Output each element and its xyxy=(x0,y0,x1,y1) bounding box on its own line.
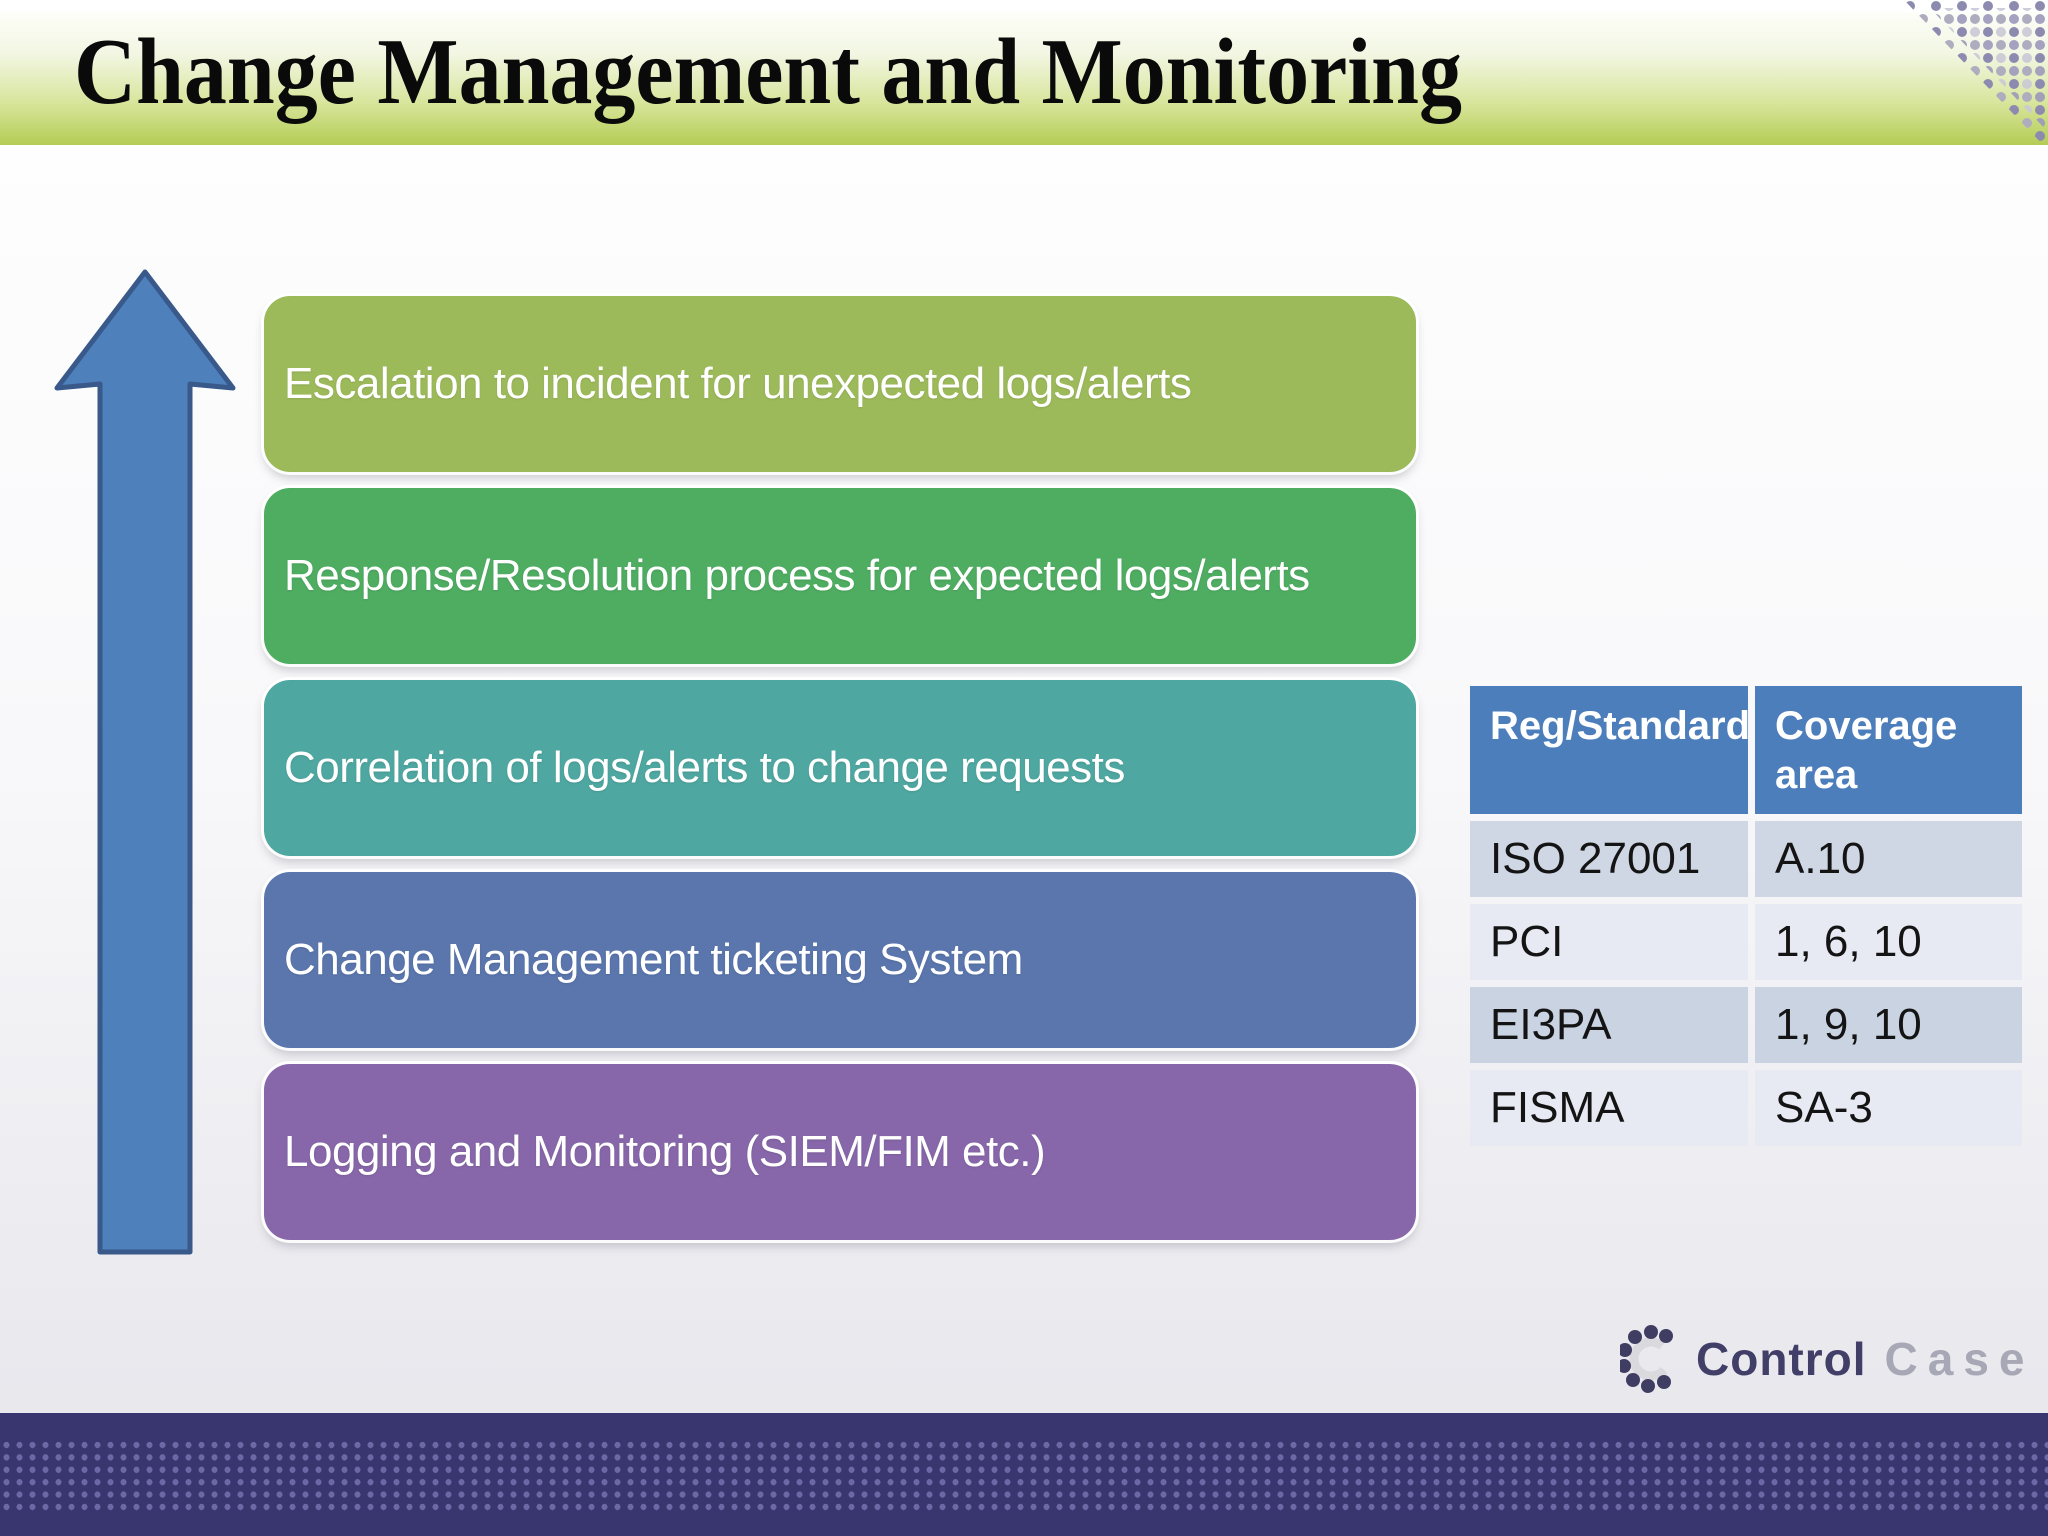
controlcase-logo-icon xyxy=(1620,1325,1673,1393)
process-bar-escalation: Escalation to incident for unexpected lo… xyxy=(264,296,1416,472)
table-cell: FISMA xyxy=(1470,1069,1748,1146)
footer-dot-pattern xyxy=(0,1439,2048,1513)
corner-dots-decoration xyxy=(1904,0,2048,150)
page-title: Change Management and Monitoring xyxy=(74,18,1462,124)
up-arrow xyxy=(54,269,236,1255)
controlcase-logo: Control Case xyxy=(1620,1324,2034,1394)
process-bar-label: Response/Resolution process for expected… xyxy=(284,550,1310,600)
table-header-coverage-area: Coverage area xyxy=(1755,686,2022,814)
table-header-reg-standard: Reg/Standard xyxy=(1470,686,1750,814)
table-cell: 1, 6, 10 xyxy=(1755,903,2022,980)
logo-text-case: Case xyxy=(1884,1333,2035,1385)
table-cell: A.10 xyxy=(1755,820,2022,897)
process-bar-label: Correlation of logs/alerts to change req… xyxy=(284,742,1125,792)
process-bar-logging: Logging and Monitoring (SIEM/FIM etc.) xyxy=(264,1064,1416,1240)
table-cell: PCI xyxy=(1470,903,1748,980)
coverage-table: Reg/Standard Coverage area ISO 27001 A.1… xyxy=(1470,686,2022,1146)
process-bar-label: Logging and Monitoring (SIEM/FIM etc.) xyxy=(284,1126,1046,1176)
title-band xyxy=(0,12,2048,145)
table-cell: SA-3 xyxy=(1755,1069,2022,1146)
process-bar-ticketing: Change Management ticketing System xyxy=(264,872,1416,1048)
table-cell: 1, 9, 10 xyxy=(1755,986,2022,1063)
logo-text-control: Control xyxy=(1696,1333,1867,1385)
process-bar-label: Escalation to incident for unexpected lo… xyxy=(284,358,1192,408)
process-bar-response: Response/Resolution process for expected… xyxy=(264,488,1416,664)
process-bar-correlation: Correlation of logs/alerts to change req… xyxy=(264,680,1416,856)
process-bar-label: Change Management ticketing System xyxy=(284,934,1023,984)
footer-band xyxy=(0,1413,2048,1536)
table-cell: EI3PA xyxy=(1470,986,1748,1063)
table-cell: ISO 27001 xyxy=(1470,820,1748,897)
